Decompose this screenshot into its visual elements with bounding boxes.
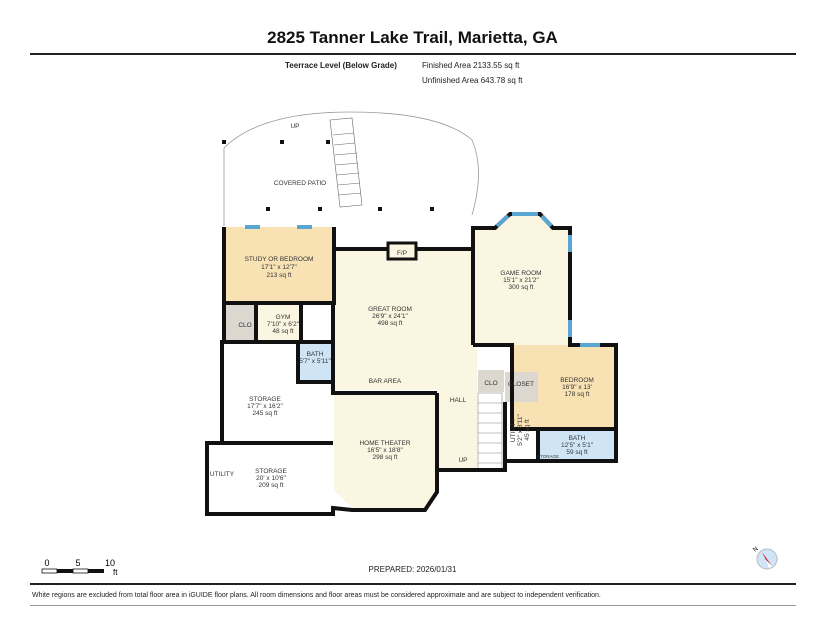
room-hall[interactable] — [437, 345, 477, 470]
bath-small-name: BATH — [307, 351, 324, 358]
storage1-dims: 17'7" x 16'2" — [247, 403, 283, 410]
bath-right-name: BATH — [569, 435, 586, 442]
bar-name: BAR AREA — [369, 378, 402, 385]
bath-right-dims: 12'5" x 5'1" — [561, 442, 594, 449]
game-name: GAME ROOM — [500, 270, 541, 277]
utility-left-name: UTILITY — [210, 471, 235, 478]
scale-bar: 0 5 10 ft — [41, 558, 118, 577]
room-study[interactable] — [224, 227, 334, 303]
bedroom-name: BEDROOM — [560, 377, 594, 384]
study-area: 213 sq ft — [267, 272, 292, 279]
disclaimer: White regions are excluded from total fl… — [32, 592, 601, 599]
gym-name: GYM — [276, 314, 291, 321]
theater-dims: 16'5" x 18'8" — [367, 447, 403, 454]
storage2-area: 209 sq ft — [259, 482, 284, 489]
patio-up-label: UP — [290, 123, 299, 130]
prepared-date: PREPARED: 2026/01/31 — [368, 565, 457, 574]
utility-right-area: 45 sq ft — [524, 419, 531, 441]
room-clo-right[interactable] — [478, 370, 504, 392]
footer-divider — [30, 583, 796, 585]
unfinished-area: Unfinished Area 643.78 sq ft — [422, 76, 523, 85]
gym-area: 48 sq ft — [272, 328, 294, 335]
page-title: 2825 Tanner Lake Trail, Marietta, GA — [267, 28, 558, 47]
room-label-fp: F/P — [397, 250, 407, 257]
compass-north-label: N — [752, 546, 759, 553]
gym-dims: 7'10" x 6'2" — [267, 321, 300, 328]
hall-stairs — [477, 392, 503, 472]
room-bath-small[interactable] — [298, 344, 332, 382]
utility-right-dims: 5'2" x 8'11" — [517, 414, 524, 446]
hall-up: UP — [458, 457, 467, 464]
great-area: 498 sq ft — [378, 320, 403, 327]
storage2-dims: 20' x 10'6" — [256, 475, 286, 482]
utility-right-name: UTILITY — [510, 417, 517, 442]
closet-name: CLOSET — [508, 381, 534, 388]
scale-tick-0: 0 — [44, 558, 49, 568]
game-area: 300 sq ft — [509, 284, 534, 291]
patio-stairs — [329, 117, 363, 208]
room-bath-right[interactable] — [538, 429, 616, 461]
clo-right-name: CLO — [484, 380, 497, 387]
patio-outline — [223, 111, 479, 226]
scale-unit: ft — [113, 568, 118, 577]
header-divider — [30, 53, 796, 55]
bedroom-area: 178 sq ft — [565, 391, 590, 398]
theater-name: HOME THEATER — [359, 440, 410, 447]
room-home-theater[interactable] — [334, 393, 437, 508]
bedroom-dims: 16'9" x 13' — [562, 384, 592, 391]
compass-icon: N — [752, 546, 778, 570]
room-great-room[interactable] — [334, 249, 472, 470]
storage2-name: STORAGE — [255, 468, 287, 475]
room-gym[interactable] — [256, 304, 301, 342]
room-clo-left[interactable] — [224, 304, 255, 342]
room-labels: STUDY OR BEDROOM 17'1" x 12'7" 213 sq ft… — [210, 256, 594, 489]
room-game-room[interactable] — [473, 214, 570, 345]
storage-small-name: STORAGE — [537, 454, 559, 459]
study-dims: 17'1" x 12'7" — [261, 264, 297, 271]
great-name: GREAT ROOM — [368, 306, 412, 313]
footer-bottom-line — [30, 605, 796, 606]
bath-small-dims: 5'7" x 5'11" — [299, 358, 331, 365]
fireplace — [386, 241, 418, 261]
storage1-area: 245 sq ft — [253, 410, 278, 417]
study-name: STUDY OR BEDROOM — [245, 256, 314, 263]
room-label-covered-patio: COVERED PATIO — [274, 180, 327, 187]
hall-name: HALL — [450, 397, 467, 404]
bath-right-area: 59 sq ft — [566, 449, 588, 456]
scale-tick-5: 5 — [75, 558, 80, 568]
theater-area: 298 sq ft — [373, 454, 398, 461]
scale-tick-10: 10 — [105, 558, 115, 568]
great-dims: 26'9" x 24'1" — [372, 313, 408, 320]
clo-left-name: CLO — [238, 322, 251, 329]
level-label: Teerrace Level (Below Grade) — [285, 61, 397, 70]
finished-area: Finished Area 2133.55 sq ft — [422, 61, 520, 70]
storage1-name: STORAGE — [249, 396, 281, 403]
game-dims: 15'1" x 21'2" — [503, 277, 539, 284]
patio-posts — [222, 140, 434, 211]
windows — [245, 212, 600, 347]
